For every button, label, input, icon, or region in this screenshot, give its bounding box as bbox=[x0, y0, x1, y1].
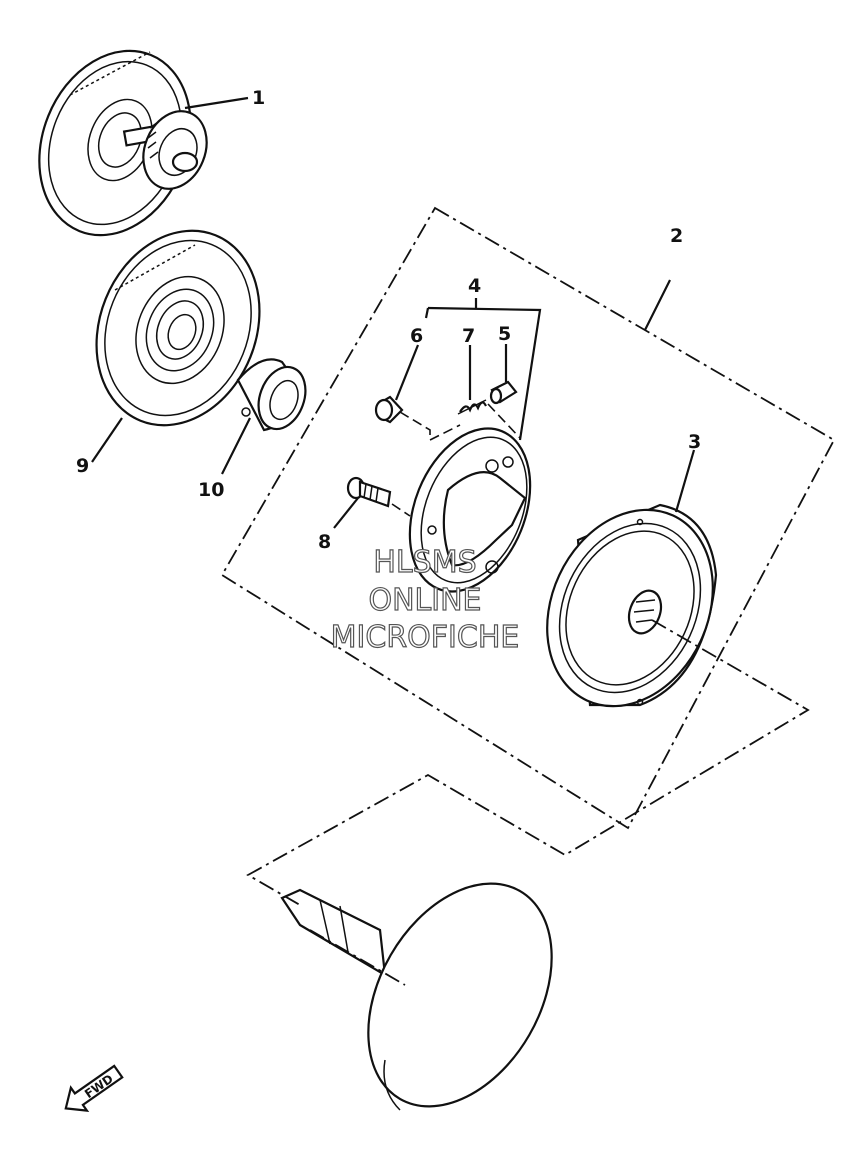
part-4-one-way-clutch[interactable] bbox=[387, 411, 553, 610]
callout-9: 9 bbox=[76, 455, 89, 477]
part-1-starter-gear[interactable] bbox=[13, 28, 218, 258]
callout-10: 10 bbox=[198, 479, 224, 501]
callout-6: 6 bbox=[410, 325, 423, 347]
callout-3: 3 bbox=[688, 431, 701, 453]
callout-5: 5 bbox=[498, 323, 511, 345]
part-3-clutch-housing[interactable] bbox=[516, 483, 744, 734]
fwd-arrow-icon: FWD bbox=[64, 1064, 124, 1113]
assembly-lines bbox=[246, 403, 810, 986]
callout-2: 2 bbox=[670, 225, 683, 247]
watermark-line-3: MICROFICHE bbox=[331, 620, 520, 655]
leader-lines bbox=[91, 96, 696, 529]
part-7-spring[interactable] bbox=[457, 399, 487, 415]
part-2-clutch-assembly-outline bbox=[220, 206, 836, 830]
part-10-collar[interactable] bbox=[236, 358, 314, 435]
callout-7: 7 bbox=[462, 325, 475, 347]
callout-1: 1 bbox=[252, 87, 265, 109]
watermark-line-2: ONLINE bbox=[368, 583, 481, 618]
callout-8: 8 bbox=[318, 531, 331, 553]
crankshaft-part[interactable] bbox=[280, 851, 589, 1139]
part-6-roller[interactable] bbox=[374, 395, 404, 424]
part-5-spring-cap[interactable] bbox=[489, 380, 518, 405]
part-8-screw[interactable] bbox=[346, 476, 392, 508]
callout-labels: 1 2 3 4 5 6 7 8 9 10 bbox=[76, 87, 701, 553]
watermark-line-1: HLSMS bbox=[373, 545, 476, 580]
watermark: HLSMS ONLINE MICROFICHE bbox=[330, 544, 520, 655]
part-9-disc-gear[interactable] bbox=[68, 206, 288, 450]
callout-4: 4 bbox=[468, 275, 481, 297]
